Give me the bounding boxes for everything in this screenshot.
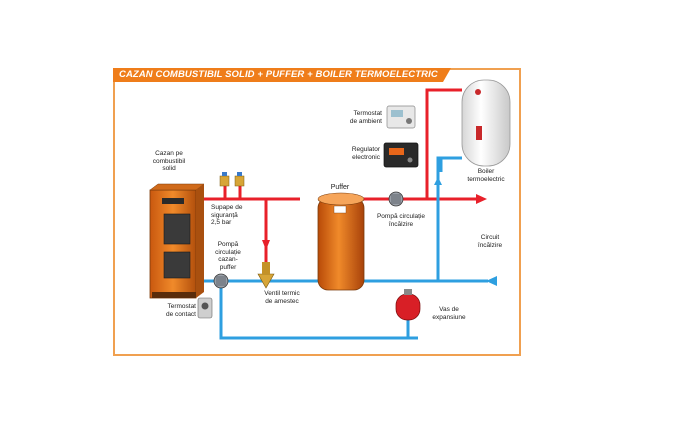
label-ventil: Ventil termic de amestec — [264, 290, 300, 305]
cold-flow-arrow — [434, 177, 442, 185]
contact-thermostat-icon — [197, 297, 213, 319]
solid-fuel-boiler-icon — [149, 183, 205, 299]
label-pompa-incalzire: Pompă circulație încălzire — [376, 213, 426, 228]
diagram-title: CAZAN COMBUSTIBIL SOLID + PUFFER + BOILE… — [113, 68, 443, 82]
hot-water-pipes — [196, 88, 476, 262]
safety-valves-icon — [219, 172, 245, 187]
electric-water-heater-icon — [461, 79, 511, 167]
hot-flow-arrow — [262, 240, 270, 250]
cold-return-arrow — [486, 276, 497, 286]
room-thermostat-icon — [386, 105, 416, 129]
label-cazan: Cazan pe combustibil solid — [152, 150, 186, 172]
label-vas: Vas de expansiune — [432, 306, 466, 321]
puffer-tank-icon — [317, 192, 365, 291]
label-circuit: Circuit încălzire — [477, 234, 503, 249]
label-regulator: Regulator electronic — [351, 146, 380, 161]
electronic-regulator-icon — [383, 142, 419, 168]
title-bar-tail — [443, 68, 451, 82]
expansion-vessel-icon — [395, 289, 421, 321]
label-boiler: Boiler termoelectric — [467, 168, 505, 183]
label-pompa-cazan: Pompă circulație cazan- puffer — [215, 241, 241, 271]
label-puffer: Puffer — [330, 184, 350, 191]
label-termostat-ambient: Termostat de ambient — [349, 110, 382, 125]
heating-pump-icon — [388, 191, 404, 207]
hot-supply-arrow — [476, 194, 487, 204]
label-termostat-contact: Termostat de contact — [166, 303, 196, 318]
label-supape: Supape de siguranță 2,5 bar — [211, 204, 243, 226]
mixing-valve-icon — [257, 262, 275, 289]
boiler-pump-icon — [213, 273, 229, 289]
